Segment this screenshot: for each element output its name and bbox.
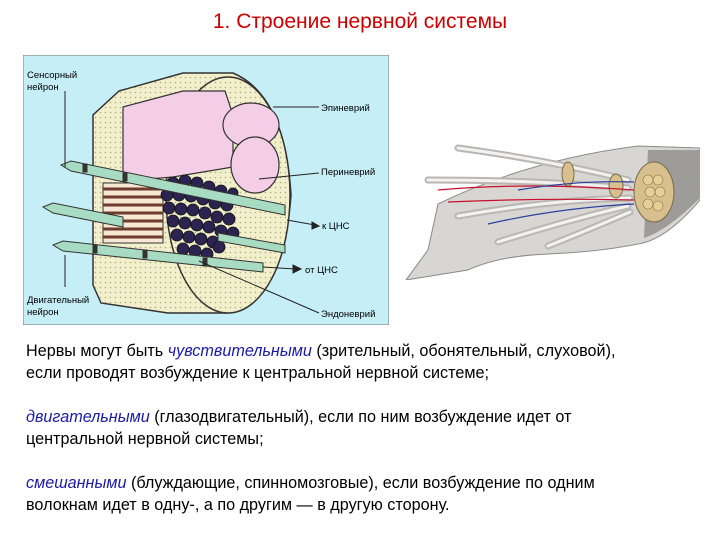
to-cns-arrow: [286, 219, 321, 230]
nerve-structure-diagram: Сенсорный нейрон Эпиневрий Периневрий к …: [22, 54, 390, 326]
sensory-axon: [59, 160, 286, 216]
endoneurium-leader: [198, 260, 320, 314]
term-motor: двигательными: [26, 408, 150, 426]
label-sensory-2: нейрон: [27, 82, 59, 93]
paragraph-motor-line2: центральной нервной системы;: [26, 430, 264, 448]
term-sensory: чувствительными: [167, 342, 312, 360]
page-title: 1. Строение нервной системы: [212, 10, 508, 33]
label-epineurium: Эпиневрий: [321, 103, 370, 114]
term-mixed: смешанными: [26, 474, 127, 492]
perineurium-leader: [258, 172, 320, 180]
label-to-cns: к ЦНС: [322, 221, 350, 232]
paragraph-sensory: Нервы могут быть чувствительными (зрител…: [26, 342, 616, 360]
motor-axon: [51, 240, 264, 273]
label-motor-2: нейрон: [27, 307, 59, 318]
label-motor-1: Двигательный: [27, 295, 89, 306]
paragraph-motor: двигательными (глазодвигательный), если …: [26, 408, 572, 426]
explanatory-text: Нервы могут быть чувствительными (зрител…: [26, 340, 706, 516]
from-cns-arrow: [262, 264, 303, 274]
label-from-cns: от ЦНС: [305, 265, 338, 276]
sensory-axon-front: [41, 202, 286, 254]
label-sensory-1: Сенсорный: [27, 70, 77, 81]
fiber-stripes: [102, 182, 164, 244]
paragraph-sensory-line2: если проводят возбуждение к центральной …: [26, 364, 489, 382]
nerve-illustration: [398, 120, 701, 281]
paragraph-mixed: смешанными (блуждающие, спинномозговые),…: [26, 474, 595, 492]
paragraph-mixed-line2: волокнам идет в одну-, а по другим — в д…: [26, 496, 450, 514]
label-perineurium: Периневрий: [321, 167, 375, 178]
label-endoneurium: Эндоневрий: [321, 309, 375, 320]
